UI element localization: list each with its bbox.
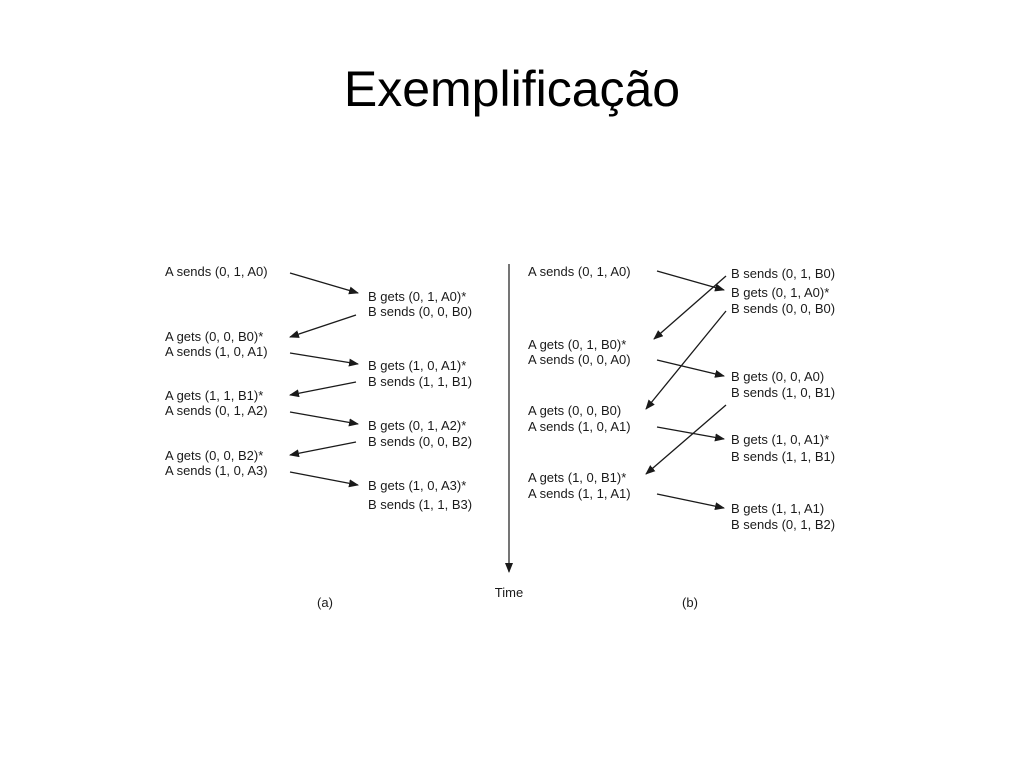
panel-b: A sends (0, 1, A0) A gets (0, 1, B0)* A … [528, 264, 835, 610]
panel-a-label-b-sends-1: B sends (1, 1, B1) [368, 374, 472, 389]
panel-b-label-b-gets-1: B gets (0, 0, A0) [731, 369, 824, 384]
panel-a-label-b-sends-3: B sends (1, 1, B3) [368, 497, 472, 512]
panel-a-arrow [289, 314, 357, 338]
panel-a-arrow [289, 411, 359, 427]
panel-a-arrow [289, 381, 357, 398]
panel-a-label-b-sends-0: B sends (0, 0, B0) [368, 304, 472, 319]
panel-b-label-b-sends-4: B sends (0, 1, B2) [731, 517, 835, 532]
panel-b-arrow [653, 275, 727, 340]
panel-b-label-a-sends-3: A sends (1, 1, A1) [528, 486, 631, 501]
panel-b-arrow [656, 493, 725, 511]
panel-b-label-b-sends-2: B sends (1, 0, B1) [731, 385, 835, 400]
time-axis-label: Time [495, 585, 523, 600]
panel-a-label-b-gets-1: B gets (1, 0, A1)* [368, 358, 466, 373]
panel-b-label-a-sends-1: A sends (0, 0, A0) [528, 352, 631, 367]
panel-a-arrow [289, 441, 357, 458]
panel-b-label-a-gets-2: A gets (1, 0, B1)* [528, 470, 626, 485]
panel-b-label-b-gets-3: B gets (1, 1, A1) [731, 501, 824, 516]
panel-b-label-b-sends-1: B sends (0, 0, B0) [731, 301, 835, 316]
panel-a-arrow [289, 272, 359, 295]
panel-a-label-a-sends-1: A sends (1, 0, A1) [165, 344, 268, 359]
panel-b-arrow [645, 310, 727, 410]
panel-b-label-b-gets-2: B gets (1, 0, A1)* [731, 432, 829, 447]
panel-b-caption: (b) [682, 595, 698, 610]
panel-b-label-b-gets-0: B gets (0, 1, A0)* [731, 285, 829, 300]
panel-b-arrow [656, 426, 725, 442]
panel-a-label-a-gets-1: A gets (1, 1, B1)* [165, 388, 263, 403]
panel-a-caption: (a) [317, 595, 333, 610]
panel-a-label-b-gets-2: B gets (0, 1, A2)* [368, 418, 466, 433]
panel-b-arrow [645, 404, 727, 475]
panel-a-label-b-gets-0: B gets (0, 1, A0)* [368, 289, 466, 304]
panel-b-label-a-gets-1: A gets (0, 0, B0) [528, 403, 621, 418]
panel-a-label-a-gets-0: A gets (0, 0, B0)* [165, 329, 263, 344]
panel-a: A sends (0, 1, A0) B gets (0, 1, A0)* B … [165, 264, 472, 610]
panel-a-label-a-sends-3: A sends (1, 0, A3) [165, 463, 268, 478]
panel-a-label-b-sends-2: B sends (0, 0, B2) [368, 434, 472, 449]
panel-a-label-a-sends-2: A sends (0, 1, A2) [165, 403, 268, 418]
panel-b-label-b-sends-0: B sends (0, 1, B0) [731, 266, 835, 281]
panel-a-label-b-gets-3: B gets (1, 0, A3)* [368, 478, 466, 493]
slide-title: Exemplificação [343, 61, 681, 117]
panel-a-arrow [289, 471, 359, 488]
panel-b-label-a-sends-2: A sends (1, 0, A1) [528, 419, 631, 434]
panel-b-label-a-gets-0: A gets (0, 1, B0)* [528, 337, 626, 352]
panel-a-label-a-gets-2: A gets (0, 0, B2)* [165, 448, 263, 463]
panel-a-label-a-sends-0: A sends (0, 1, A0) [165, 264, 268, 279]
panel-a-arrow [289, 352, 359, 367]
panel-b-label-a-sends-0: A sends (0, 1, A0) [528, 264, 631, 279]
panel-b-label-b-sends-3: B sends (1, 1, B1) [731, 449, 835, 464]
panel-b-arrow [656, 359, 725, 378]
